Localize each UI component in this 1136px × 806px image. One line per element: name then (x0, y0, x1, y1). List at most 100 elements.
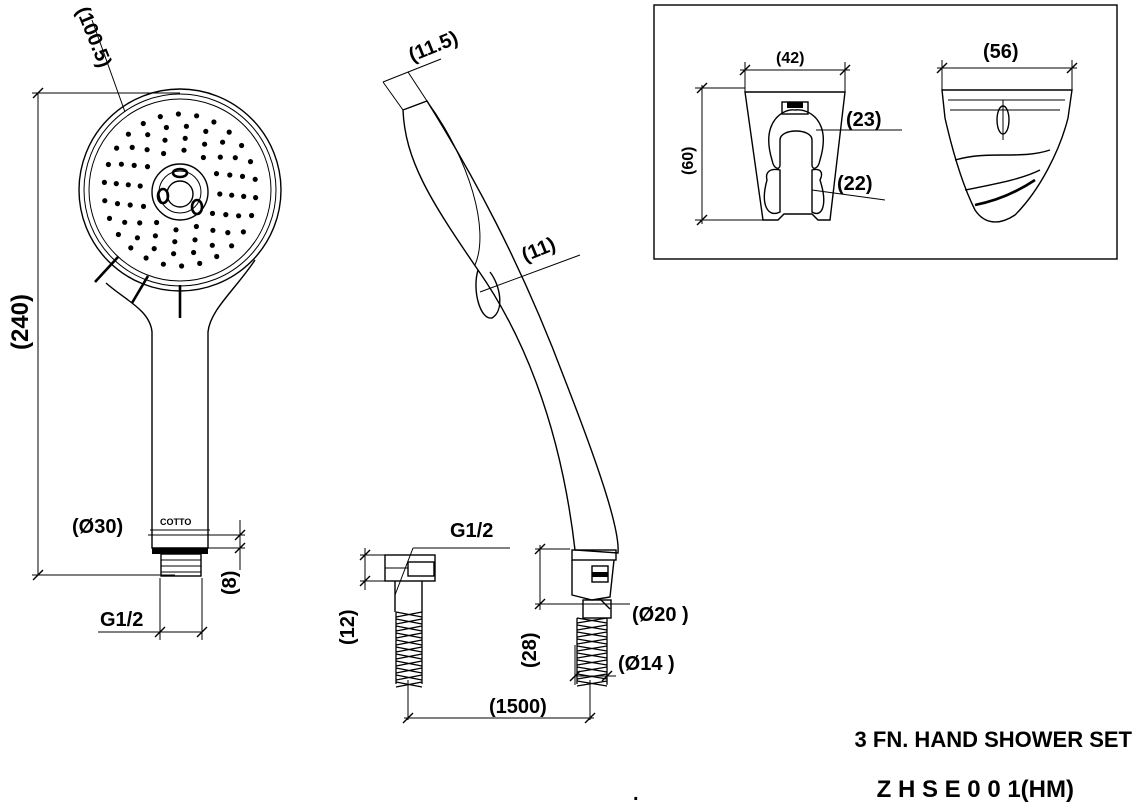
nozzle-dot (137, 220, 143, 226)
nozzle-dot (227, 172, 233, 178)
center-ring (151, 163, 209, 221)
hose-corrugation-left (395, 611, 423, 688)
nozzle-dot (160, 261, 166, 267)
hose-diameter-label: (Ø14 ) (618, 653, 675, 675)
hose-rib (576, 624, 608, 631)
nozzle-dot (172, 239, 178, 245)
nozzle-dot (163, 124, 169, 131)
nozzle-dot (145, 132, 151, 138)
nozzle-dot (152, 233, 158, 239)
head-rim (83, 93, 277, 287)
nozzle-dot (128, 245, 134, 251)
side-view: (11.5) (11) (382, 27, 619, 601)
hose-thread-label: G1/2 (450, 520, 493, 542)
nozzle-dot (122, 219, 128, 225)
hose-rib (576, 638, 608, 645)
nozzle-dot (157, 114, 163, 120)
model-code: Z H S E 0 0 1(HM) (877, 776, 1074, 803)
nozzle-dot (134, 235, 140, 241)
head-size-label: (100.5) (71, 4, 115, 71)
nozzle-dot (217, 154, 223, 160)
nozzle-dot (209, 210, 216, 216)
hose-rib (395, 674, 423, 681)
nozzle-dot (239, 142, 245, 149)
spray-nozzles (101, 111, 259, 269)
nozzle-dot (191, 249, 197, 256)
product-title: 3 FN. HAND SHOWER SET (855, 727, 1133, 752)
nozzle-dot (115, 231, 121, 238)
side-button (475, 269, 501, 319)
nozzle-dot (118, 161, 124, 167)
side-profile (402, 100, 619, 554)
hose-rib (395, 646, 423, 653)
hose-assembly: G1/2 (12) (1500) (28) (Ø20 ) ( (337, 520, 689, 724)
front-view: COTTO (100.5) (240) (Ø30) (8) G1/2 (7, 4, 282, 640)
head-outer-ring (78, 88, 282, 292)
bracket-width-side-label: (56) (983, 41, 1019, 63)
outlet-thread (160, 553, 202, 577)
nozzle-dot (229, 243, 235, 249)
bracket-upper-label: (23) (846, 109, 882, 131)
nozzle-dot (232, 155, 238, 161)
hose-rib (395, 618, 423, 625)
hose-rib (576, 680, 608, 687)
nozzle-dot (253, 195, 259, 201)
hose-length-label: (1500) (489, 696, 547, 718)
nozzle-dot (102, 198, 108, 204)
hose-rib (576, 666, 608, 673)
nozzle-dot (125, 131, 131, 137)
nozzle-dot (209, 242, 215, 248)
hose-rib (395, 660, 423, 667)
nozzle-dot (182, 135, 188, 141)
tip-width-label: (11.5) (406, 27, 462, 67)
brand-logo: COTTO (160, 517, 191, 527)
handle-base-plate (152, 548, 208, 554)
nozzle-dot (127, 202, 133, 208)
nozzle-dot (144, 164, 151, 170)
nozzle-dot (137, 183, 143, 189)
nozzle-dot (229, 192, 235, 198)
nozzle-dot (101, 179, 107, 185)
hose-rib (576, 659, 608, 666)
nozzle-dot (161, 150, 167, 157)
nozzle-dot (173, 227, 179, 233)
outlet-thread-label: G1/2 (100, 609, 143, 631)
nozzle-dot (200, 154, 206, 161)
height-label: (240) (7, 294, 34, 350)
selector-pin-mid (130, 275, 150, 304)
nozzle-dot (140, 203, 147, 209)
nozzle-dot (179, 263, 185, 269)
head-face (88, 98, 272, 282)
bracket-lower-label: (22) (837, 173, 873, 195)
hose-rib (395, 667, 423, 674)
hose-rib (395, 611, 423, 618)
bracket-inset: (42) (60) (23) (22) (56) (653, 4, 1118, 260)
bracket-side (941, 89, 1073, 223)
nozzle-dot (105, 161, 111, 168)
bracket-height-label: (60) (680, 147, 697, 175)
thread-height-label: (8) (219, 571, 241, 595)
nozzle-dot (154, 219, 160, 226)
hose-rib (395, 681, 423, 688)
nozzle-dot (193, 223, 199, 230)
bracket-width-front-label: (42) (776, 50, 804, 67)
nozzle-dot (213, 171, 220, 177)
bracket-front (744, 91, 846, 221)
inset-frame (653, 4, 1118, 260)
hose-rib (395, 639, 423, 646)
nozzle-dot (220, 139, 226, 145)
nozzle-dot (151, 246, 157, 252)
nozzle-dot (113, 181, 119, 187)
nozzle-dot (239, 173, 246, 179)
selector-pin-left (94, 256, 119, 283)
nozzle-dot (225, 230, 231, 236)
hose-rib (576, 631, 608, 638)
nozzle-dot (236, 213, 242, 219)
nozzle-dot (203, 128, 209, 134)
hose-rib (576, 617, 608, 624)
nozzle-dot (247, 159, 254, 165)
nozzle-dot (210, 227, 216, 233)
nozzle-dot (131, 162, 137, 168)
hose-rib (576, 652, 608, 659)
